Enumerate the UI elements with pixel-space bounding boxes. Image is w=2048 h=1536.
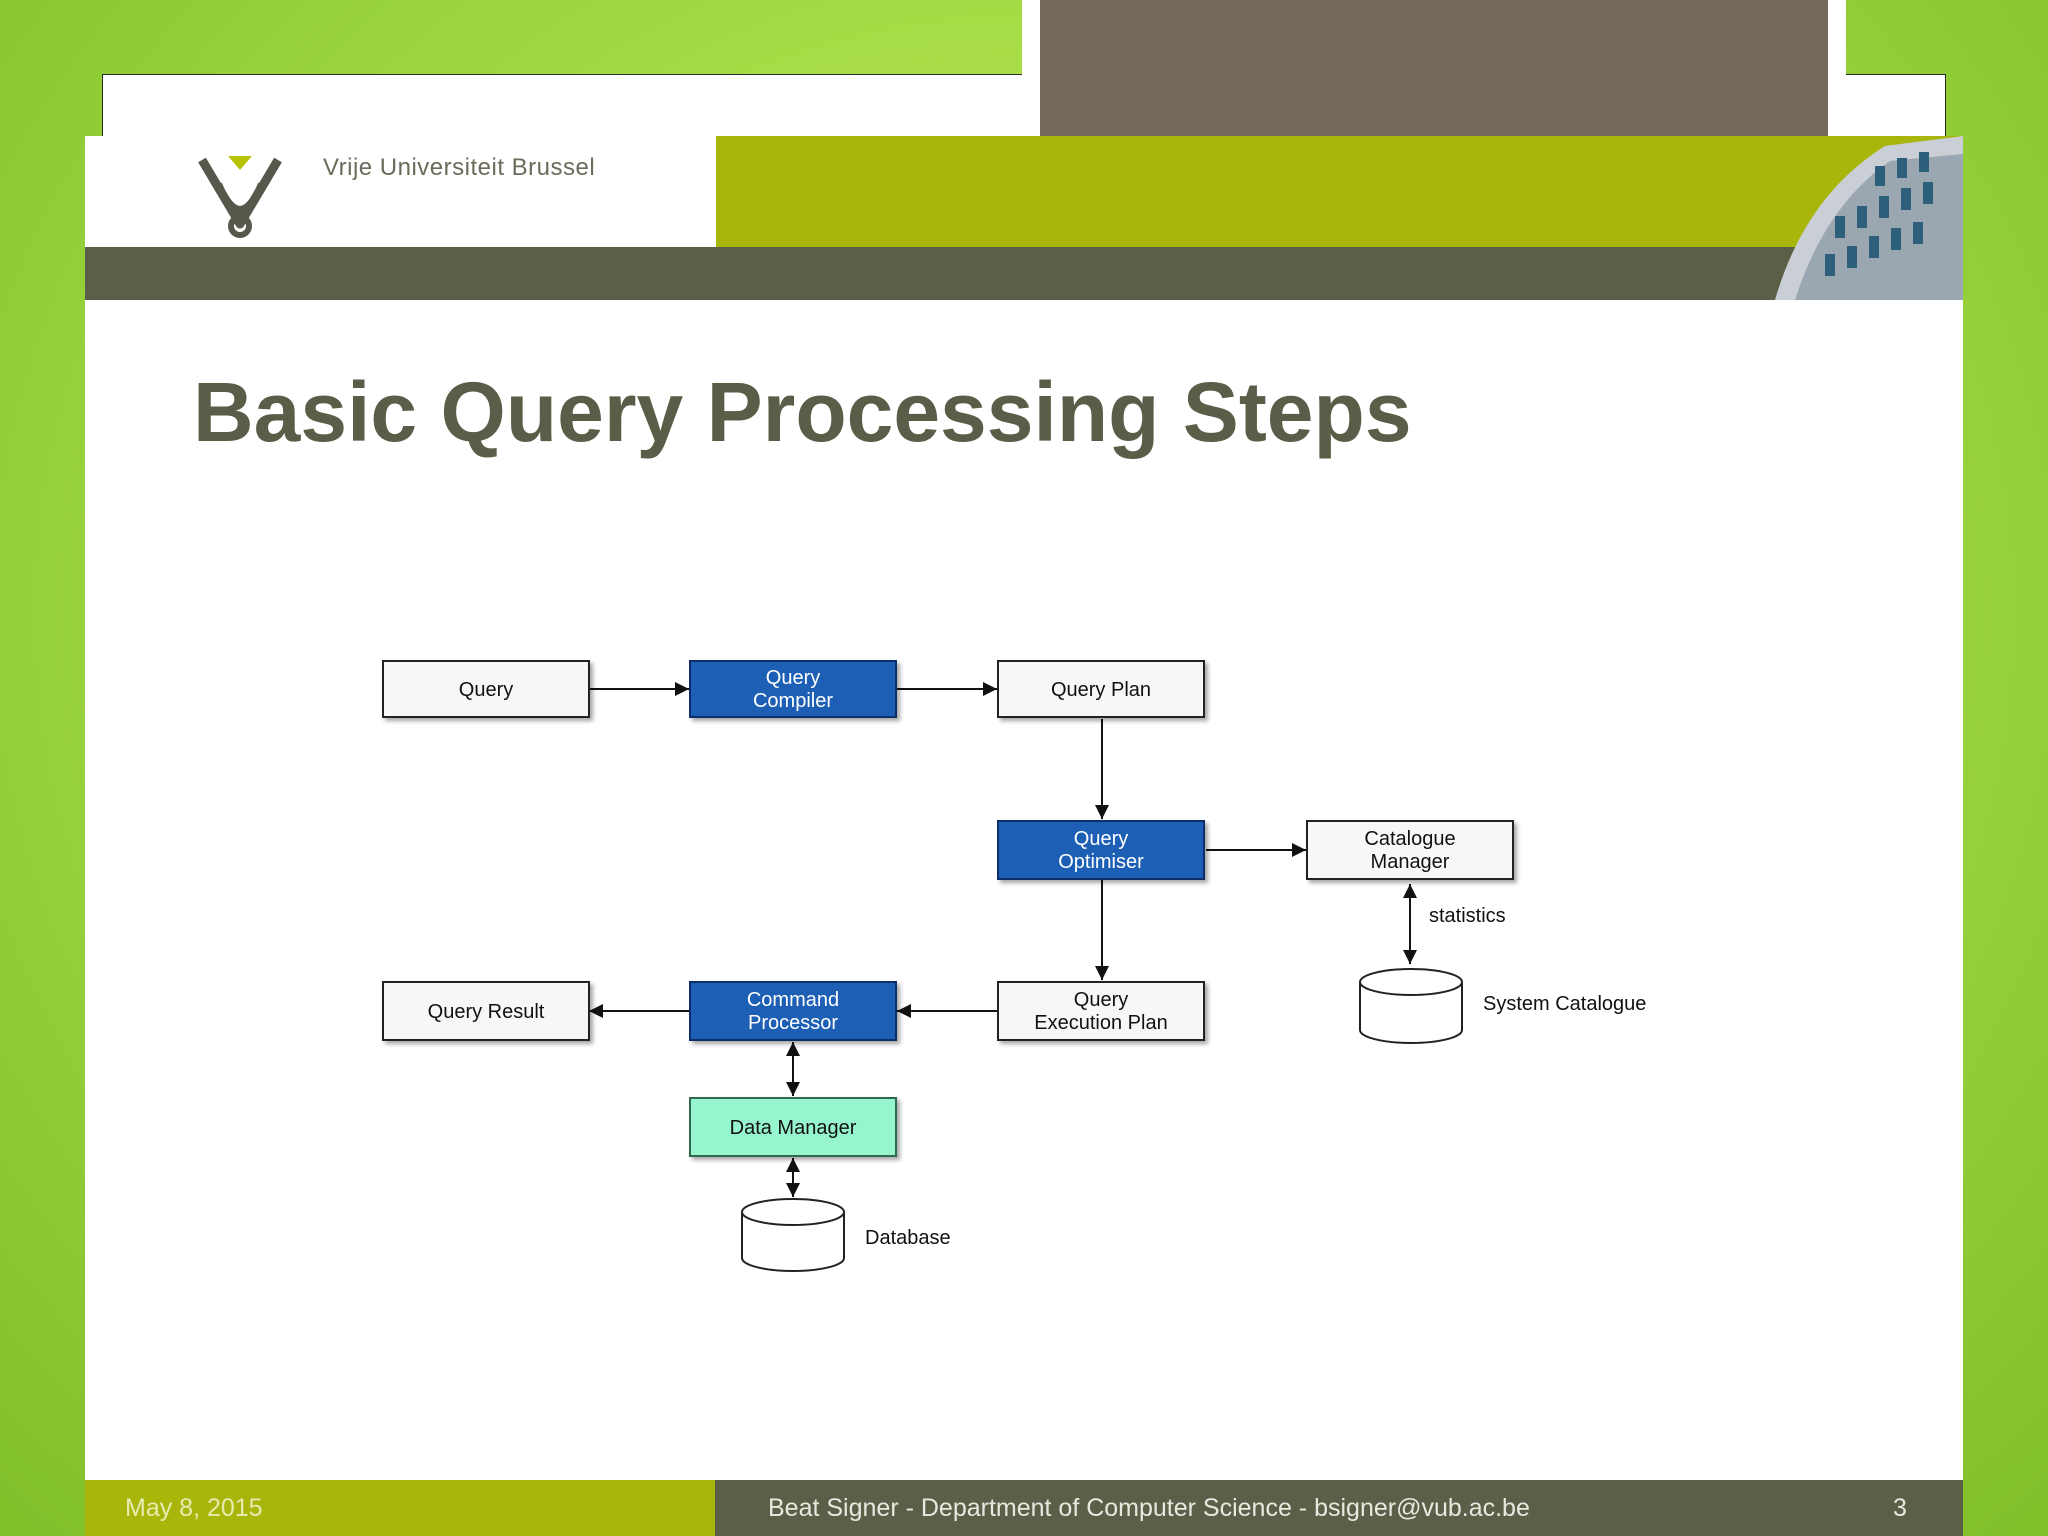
node-query	[382, 660, 590, 718]
footer-accent-bar	[85, 1480, 715, 1536]
node-system-catalogue	[1359, 968, 1463, 1044]
background-photo	[1040, 0, 1828, 136]
node-catalogue-manager-label-line1: Catalogue	[1364, 828, 1455, 850]
node-catalogue-manager	[1306, 820, 1514, 880]
node-data-manager	[689, 1097, 897, 1157]
footer-credit: Beat Signer - Department of Computer Sci…	[768, 1494, 1530, 1522]
node-query-optimiser-label-line2: Optimiser	[1058, 851, 1144, 873]
node-command-processor-label-line1: Command	[747, 989, 839, 1011]
header-band	[85, 247, 1963, 300]
node-data-manager-label: Data Manager	[730, 1117, 857, 1139]
node-query-label: Query	[459, 679, 513, 701]
footer-date: May 8, 2015	[125, 1494, 263, 1522]
node-query-optimiser	[997, 820, 1205, 880]
footer-band	[715, 1480, 1963, 1536]
slide-title: Basic Query Processing Steps	[193, 365, 1412, 459]
node-query-result	[382, 981, 590, 1041]
node-command-processor-label-line2: Processor	[748, 1012, 838, 1034]
slide: Vrije Universiteit Brussel Basic Query P…	[85, 136, 1963, 1536]
university-name: Vrije Universiteit Brussel	[323, 154, 596, 181]
header-accent-bar	[716, 136, 1963, 247]
node-query-execution-plan-label-line2: Execution Plan	[1034, 1012, 1167, 1034]
node-query-compiler	[689, 660, 897, 718]
node-database	[741, 1198, 845, 1272]
node-database-label: Database	[865, 1227, 951, 1249]
header-logo-area	[85, 136, 716, 247]
node-query-compiler-label-line1: Query	[766, 667, 820, 689]
node-query-execution-plan	[997, 981, 1205, 1041]
node-query-plan	[997, 660, 1205, 718]
building-photo-icon	[1775, 136, 1963, 300]
university-logo-icon	[198, 156, 282, 238]
node-query-result-label: Query Result	[428, 1001, 545, 1023]
node-query-execution-plan-label-line1: Query	[1074, 989, 1128, 1011]
page-number: 3	[1893, 1494, 1907, 1522]
node-command-processor	[689, 981, 897, 1041]
node-query-plan-label: Query Plan	[1051, 679, 1151, 701]
node-query-compiler-label-line2: Compiler	[753, 690, 833, 712]
node-catalogue-manager-label-line2: Manager	[1371, 851, 1450, 873]
node-query-optimiser-label-line1: Query	[1074, 828, 1128, 850]
edge-label-statistics: statistics	[1429, 905, 1506, 927]
query-processing-diagram: Query Query Compiler Query Plan Query Op…	[382, 660, 1646, 1272]
node-system-catalogue-label: System Catalogue	[1483, 993, 1646, 1015]
